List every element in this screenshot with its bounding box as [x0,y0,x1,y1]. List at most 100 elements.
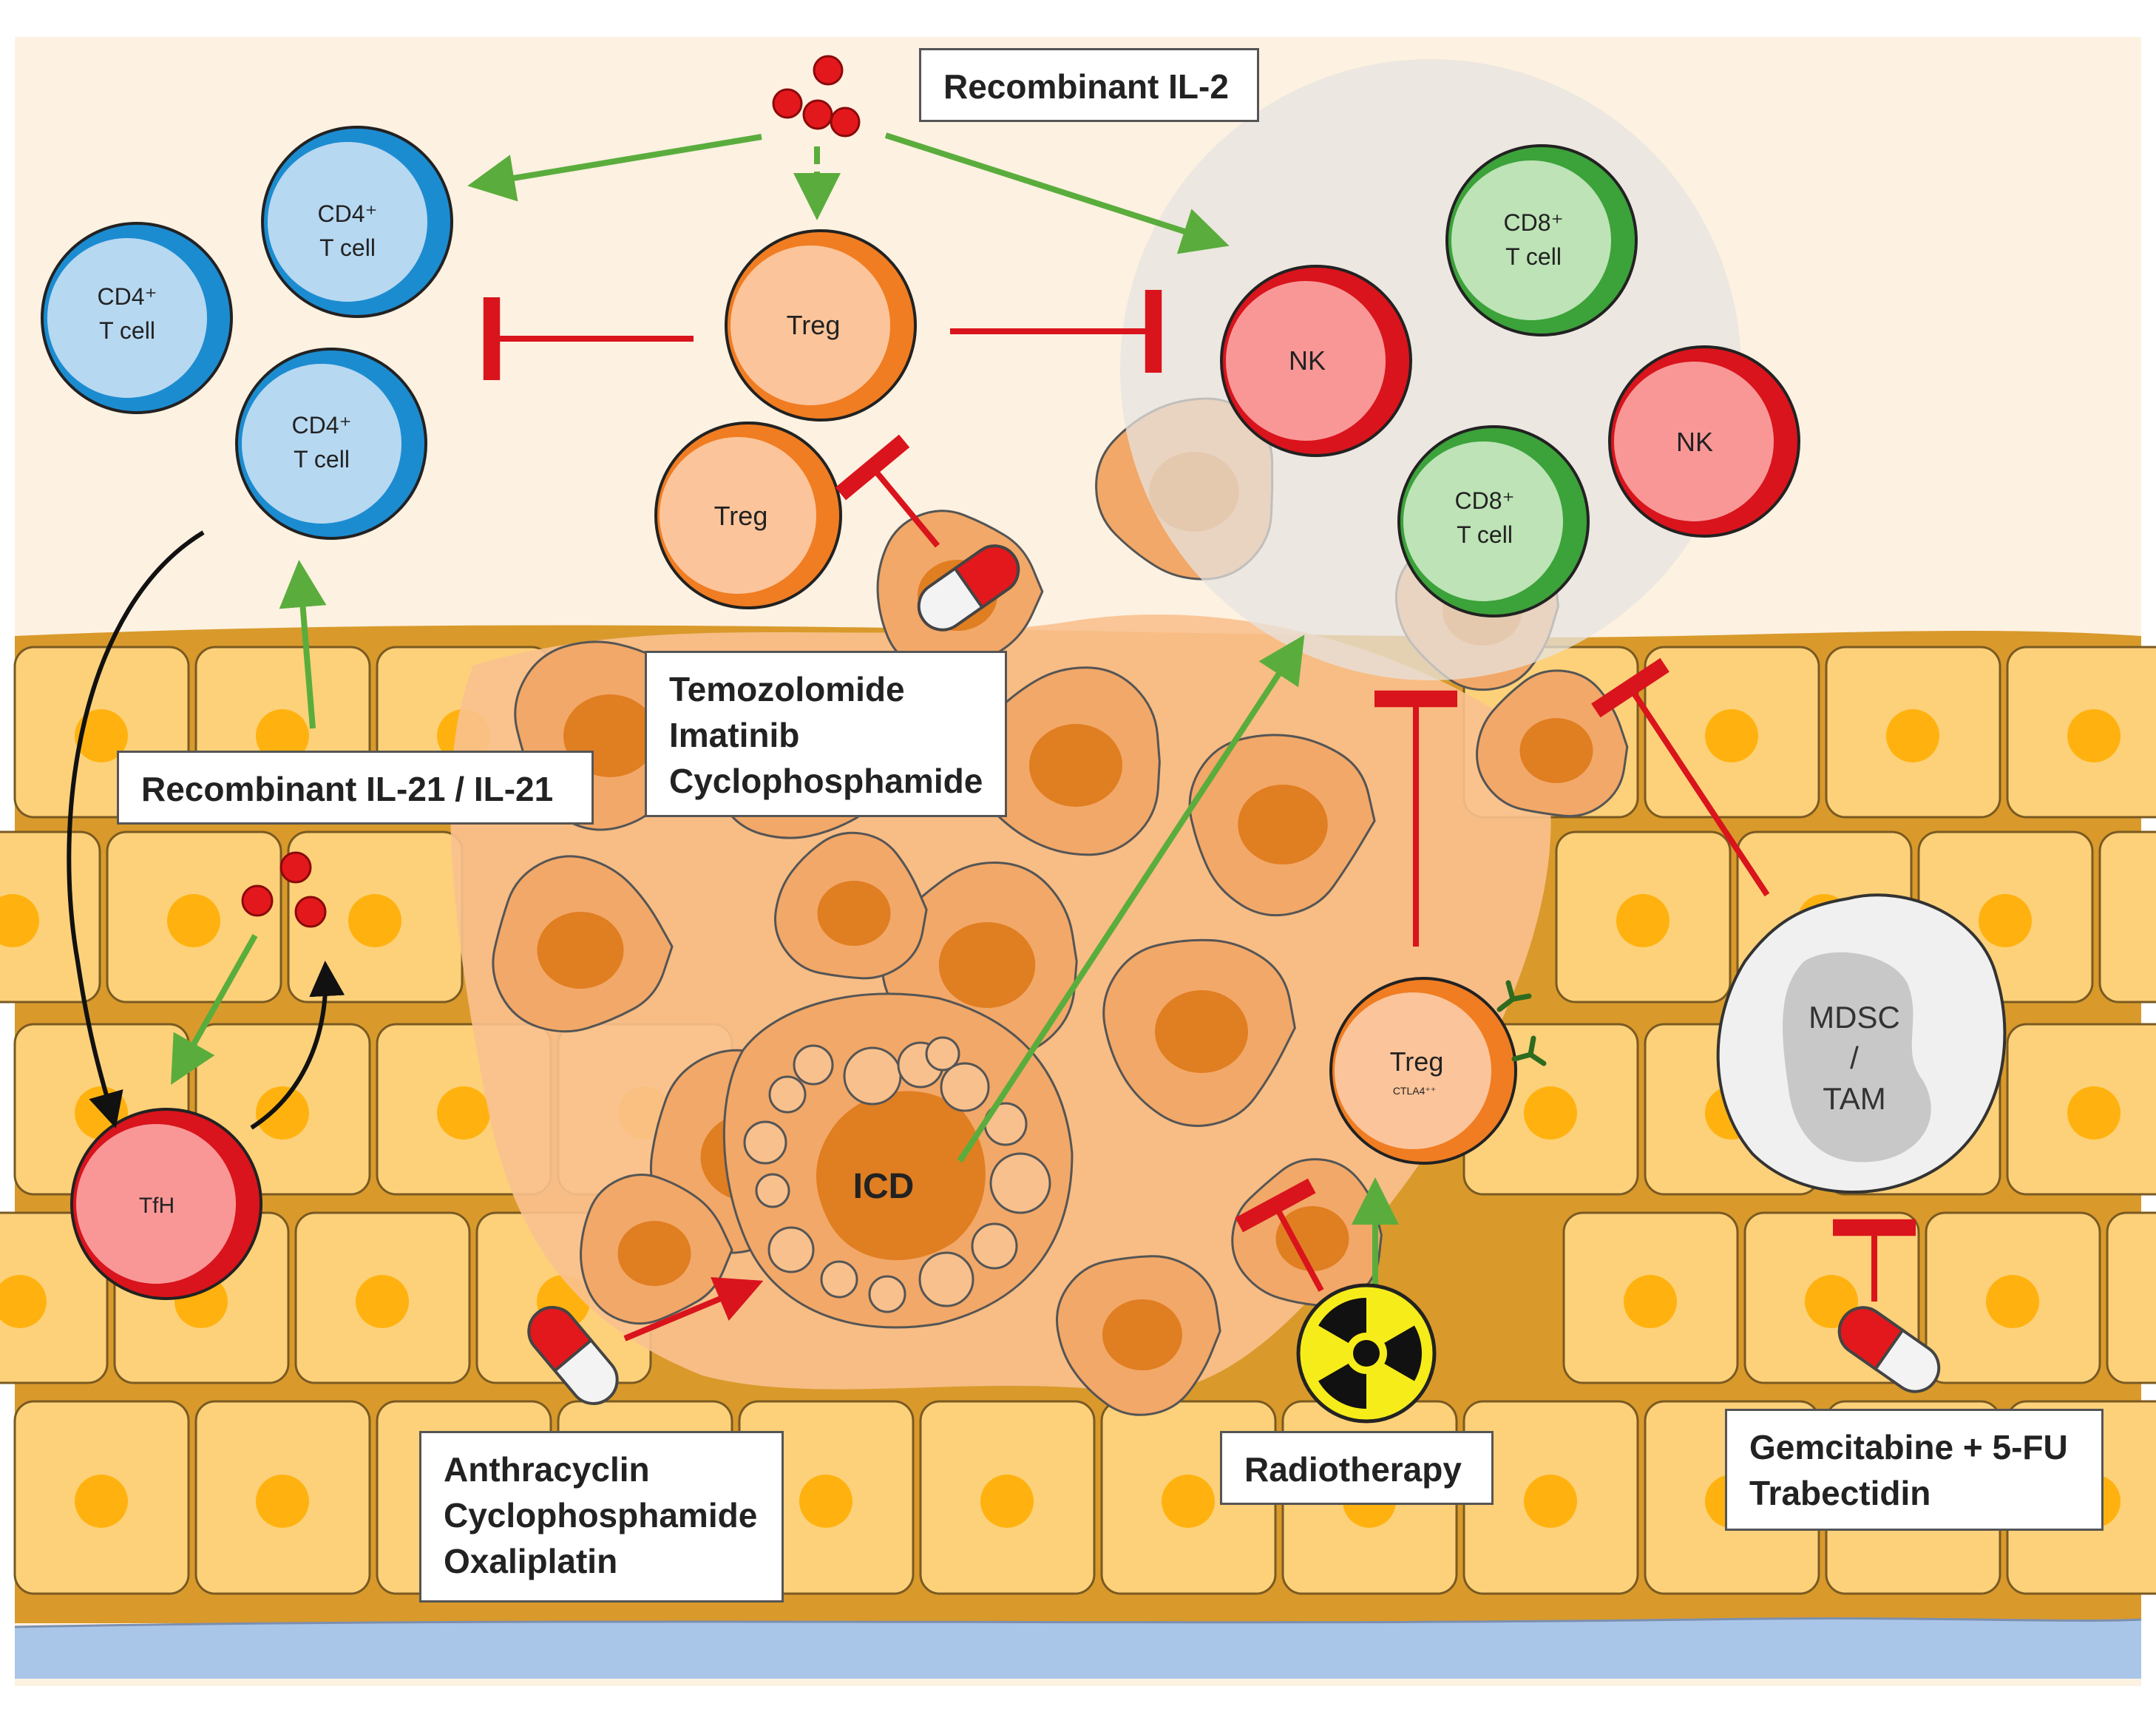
cd8-t-cell: CD8⁺ T cell [1397,425,1590,617]
epithelial-cell [2098,830,2156,1004]
cd4-t-cell: CD4⁺ T cell [235,348,427,540]
epithelial-cell [0,1211,109,1384]
drug-gemcitabine-5fu: Gemcitabine + 5-FU [1749,1428,2068,1466]
bleb [755,1173,790,1208]
drug-cyclophosphamide: Cyclophosphamide [669,762,983,800]
tumor-cell [492,855,674,1033]
tumor-cell [1476,669,1629,818]
epithelial-cell [0,830,101,1004]
drug-imatinib: Imatinib [669,716,800,754]
drug-temozolomide: Temozolomide [669,670,905,708]
bleb [767,1226,815,1273]
nk-cell: NK [1608,345,1800,538]
recombinant-il21-text: Recombinant IL-21 / IL-21 [141,770,554,808]
radiation-icon [1296,1283,1437,1424]
tumor-cell [1102,938,1296,1127]
bleb [868,1275,906,1313]
treg-drugs-label: Temozolomide Imatinib Cyclophosphamide [645,651,1007,817]
pill-icon [527,1306,619,1405]
cd4-label-line2: T cell [99,317,155,344]
tumor-cell [973,666,1161,856]
cd4-t-cell: CD4⁺ T cell [261,126,453,318]
pill-icon [917,544,1020,632]
tumor-cell [1188,734,1376,917]
icd-blebs [743,1036,1051,1313]
radiotherapy-text: Radiotherapy [1244,1450,1462,1489]
cd4-label-line1: CD4⁺ [318,200,378,227]
drug-cyclophosphamide: Cyclophosphamide [444,1496,758,1534]
tfh-label: TfH [139,1194,174,1218]
tfh-cell: TfH [70,1108,262,1300]
icd-drugs-label: Anthracyclin Cyclophosphamide Oxaliplati… [419,1431,784,1603]
treg-label: Treg [714,501,768,531]
cd4-label-line2: T cell [319,234,376,261]
radiotherapy-label: Radiotherapy [1220,1431,1494,1505]
tumor-cell [1055,1255,1221,1416]
treg-label: Treg [787,310,841,340]
nk-label: NK [1676,427,1713,457]
treg-ctla4-cell: Treg CTLA4⁺⁺ [1329,977,1547,1165]
tumor-cell [580,1174,733,1325]
arrows [67,132,1916,1341]
epithelial-cell [13,1400,190,1595]
cd8-t-cell: CD8⁺ T cell [1445,144,1638,336]
bleb [989,1152,1051,1214]
drug-oxaliplatin: Oxaliplatin [444,1542,618,1580]
drug-trabectidin: Trabectidin [1749,1474,1931,1512]
tumor-cell [774,831,928,980]
bleb [843,1046,902,1106]
nk-label: NK [1289,345,1326,376]
mdsc-label-line1: MDSC [1808,1000,1900,1035]
bleb [793,1044,834,1086]
cd4-label-line1: CD4⁺ [98,283,157,310]
basement-membrane [15,1618,2141,1679]
epithelial-cell [287,830,464,1004]
epithelial-cell [2006,1023,2156,1196]
bleb [743,1120,787,1165]
treg-cell: Treg [654,422,842,609]
epithelial-cell [1562,1211,1739,1384]
epithelial-cell [1644,646,1820,819]
cd8-label-line1: CD8⁺ [1504,209,1564,236]
bleb [925,1036,960,1072]
recombinant-il21-label: Recombinant IL-21 / IL-21 [117,751,594,825]
epithelial-cell [106,830,282,1004]
epithelial-cell [1925,1211,2101,1384]
epithelial-cell [194,1400,371,1595]
mdsc-drugs-label: Gemcitabine + 5-FU Trabectidin [1725,1409,2104,1531]
epithelial-cell [2106,1211,2156,1384]
recombinant-il2-text: Recombinant IL-2 [943,67,1229,106]
icd-label: ICD [853,1167,915,1206]
pill-icon [1837,1306,1941,1393]
epithelial-cell [1462,1400,1639,1595]
mdsc-label-line3: TAM [1823,1081,1886,1116]
mdsc-label-line2: / [1850,1040,1859,1075]
cytokine-dot-icon [241,851,327,928]
cd8-label-line2: T cell [1457,521,1513,548]
drug-anthracyclin: Anthracyclin [444,1450,650,1489]
epithelial-cell [2006,646,2156,819]
ctla4-label: CTLA4⁺⁺ [1393,1085,1436,1097]
bleb [820,1260,858,1299]
epithelial-cell [919,1400,1096,1595]
bleb [971,1222,1018,1270]
bleb [768,1075,807,1114]
ctla4-receptor-icon [1496,980,1547,1066]
cd4-label-line2: T cell [294,446,350,473]
recombinant-il2-label: Recombinant IL-2 [919,48,1259,122]
cd4-label-line1: CD4⁺ [292,412,352,439]
cytokine-dot-icon [772,55,861,138]
mdsc-tam-cell: MDSC / TAM [1716,893,2007,1194]
treg-cell: Treg [725,229,917,422]
treg-label: Treg [1390,1046,1444,1077]
cd4-t-cell: CD4⁺ T cell [41,222,233,414]
epithelial-cell [1555,830,1732,1004]
epithelial-cell [1825,646,2001,819]
bleb [940,1062,990,1112]
nk-cell: NK [1220,265,1412,457]
icd-cell: ICD [722,992,1074,1329]
cd8-label-line1: CD8⁺ [1455,487,1515,514]
epithelial-cell [294,1211,471,1384]
bleb [918,1251,974,1307]
cd8-label-line2: T cell [1505,243,1562,270]
